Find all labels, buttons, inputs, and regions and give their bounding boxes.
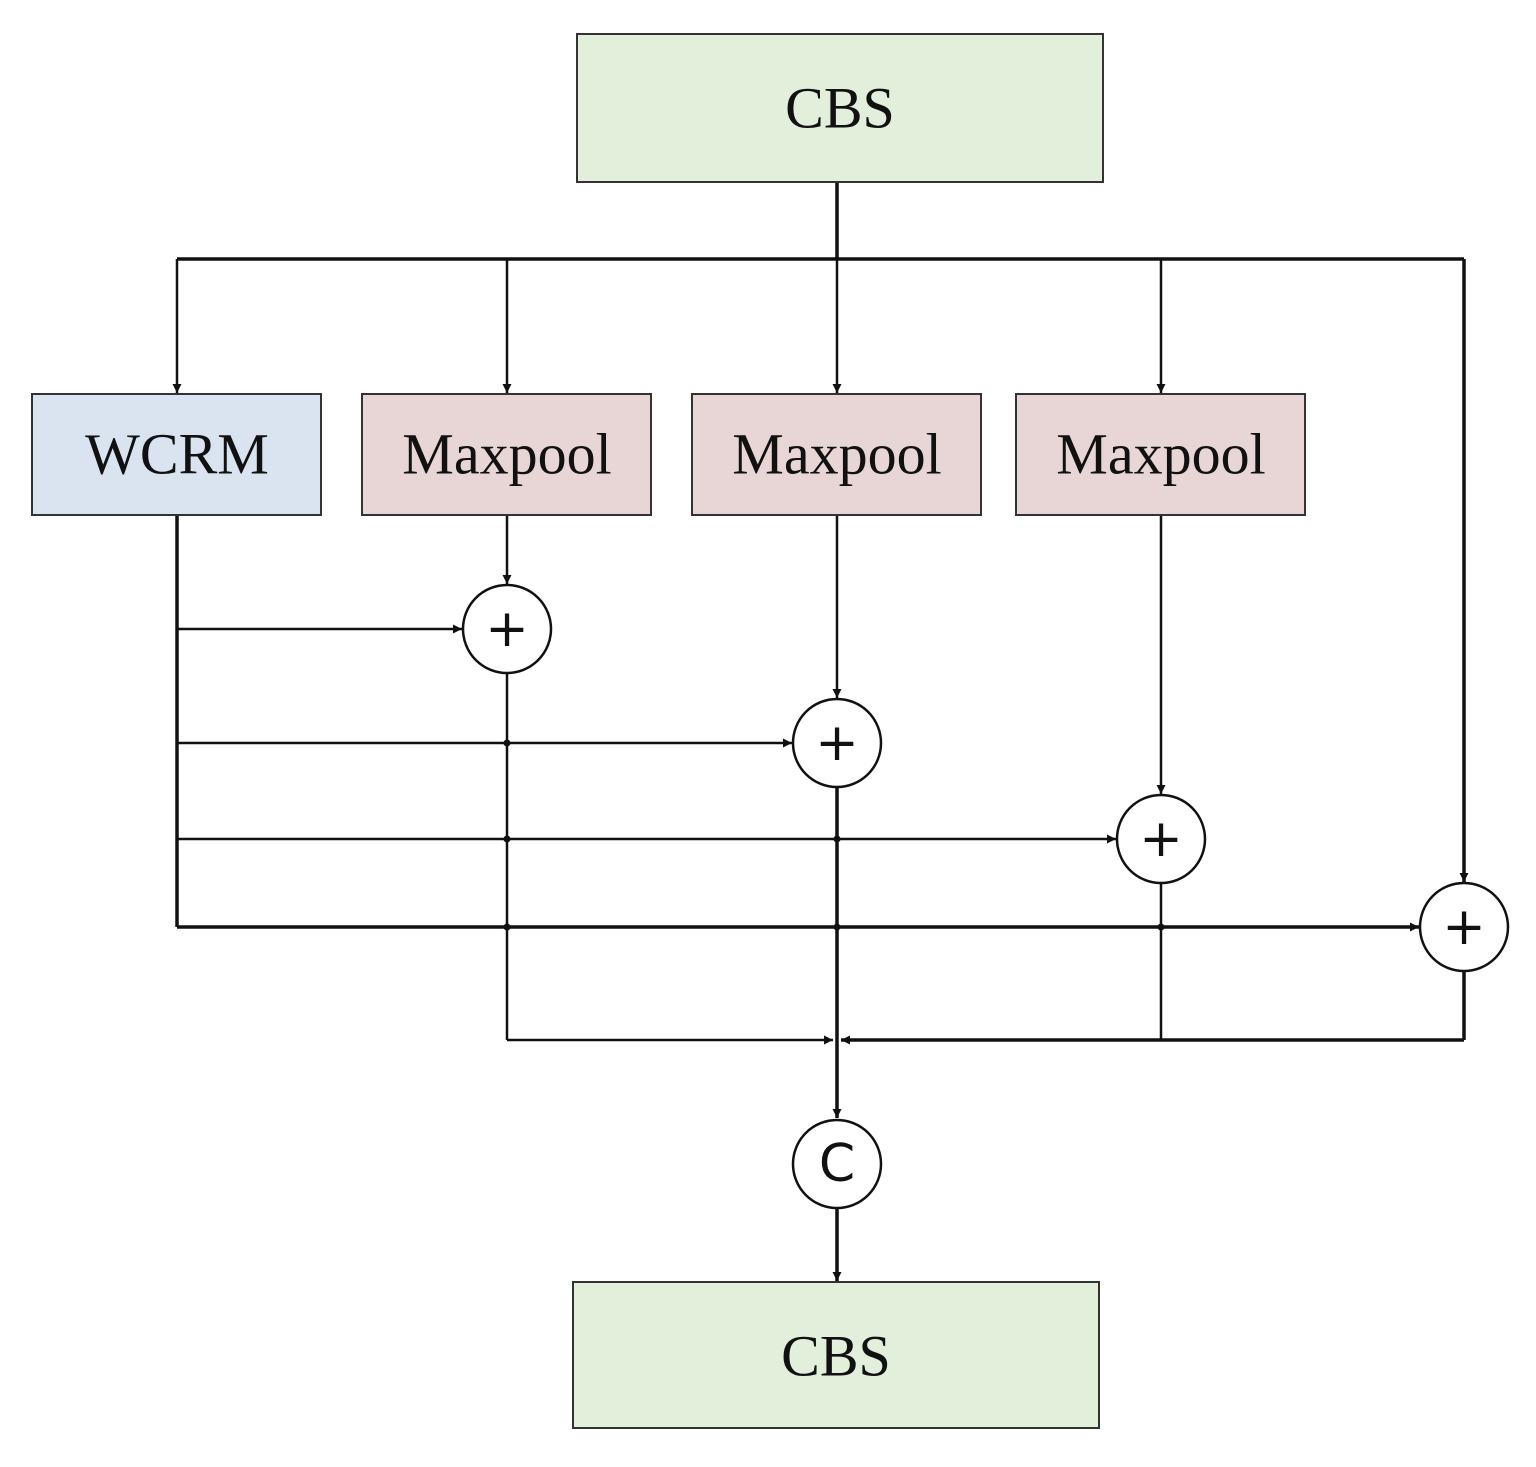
node-cbs-bottom-box (572, 1281, 1100, 1429)
node-wcrm: WCRM (31, 393, 322, 516)
node-cbs-bottom-label: CBS (781, 1324, 891, 1389)
add-operator-1: + (461, 583, 553, 675)
node-cbs-top-label: CBS (785, 76, 895, 141)
add-operator-2: + (791, 697, 883, 789)
node-cbs-top: CBS (576, 33, 1104, 183)
junction-dot (833, 923, 841, 931)
junction-dot (833, 835, 841, 843)
node-maxpool-1-label: Maxpool (402, 422, 611, 487)
node-wcrm-label: WCRM (85, 422, 269, 487)
node-maxpool-3: Maxpool (1015, 393, 1306, 516)
plus-icon: + (815, 713, 859, 773)
concat-circle (791, 1118, 883, 1210)
plus-icon: + (1442, 897, 1486, 957)
add-operator-4: + (1418, 881, 1510, 973)
node-maxpool-1: Maxpool (361, 393, 652, 516)
add-circle (1418, 881, 1510, 973)
plus-icon: + (485, 599, 529, 659)
node-maxpool-2-box (691, 393, 982, 516)
node-cbs-bottom: CBS (572, 1281, 1100, 1429)
junction-dot (503, 739, 511, 747)
node-maxpool-1-box (361, 393, 652, 516)
junction-dot (1157, 923, 1165, 931)
junction-dot (503, 923, 511, 931)
concat-icon: C (819, 1134, 855, 1194)
add-operator-3: + (1115, 793, 1207, 885)
node-maxpool-3-label: Maxpool (1056, 422, 1265, 487)
add-circle (1115, 793, 1207, 885)
concat-operator: C (791, 1118, 883, 1210)
node-cbs-top-box (576, 33, 1104, 183)
add-circle (461, 583, 553, 675)
add-circle (791, 697, 883, 789)
node-wcrm-box (31, 393, 322, 516)
node-maxpool-2: Maxpool (691, 393, 982, 516)
connectors (172, 182, 1469, 1281)
node-maxpool-3-box (1015, 393, 1306, 516)
junction-dot (503, 835, 511, 843)
plus-icon: + (1139, 809, 1183, 869)
junctions (503, 739, 1165, 931)
node-maxpool-2-label: Maxpool (732, 422, 941, 487)
